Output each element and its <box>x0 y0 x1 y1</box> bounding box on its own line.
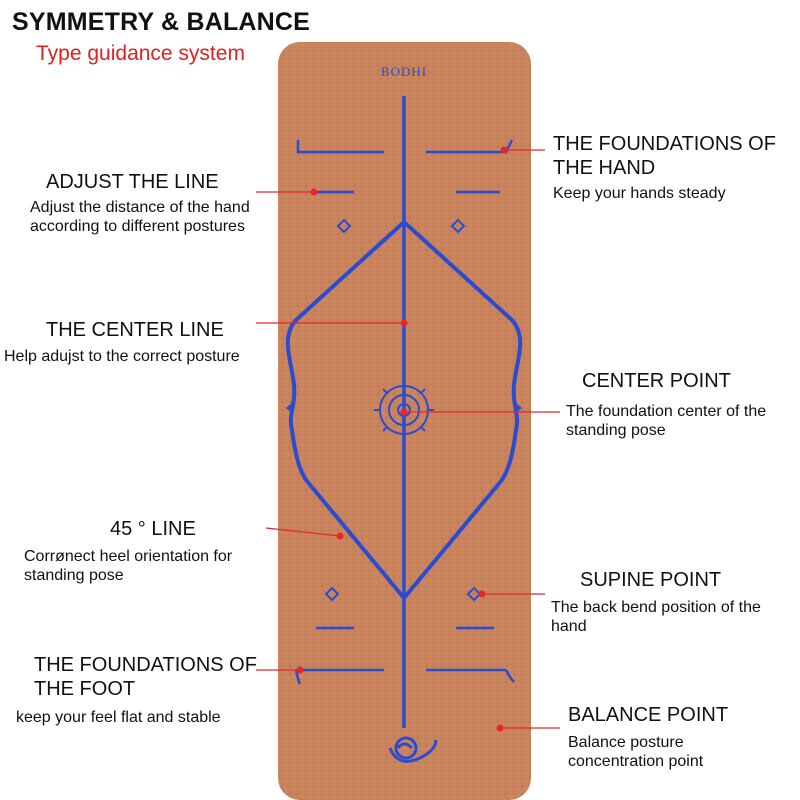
foot-curl-left <box>294 669 302 685</box>
line-45-heading: 45 ° LINE <box>110 518 196 540</box>
side-marker-right-icon <box>516 403 522 413</box>
hand-guide-left <box>296 140 384 154</box>
page-subtitle: Type guidance system <box>36 42 245 65</box>
callout-dots <box>296 146 508 732</box>
foot-curl-right <box>504 669 515 683</box>
foundations-hand-heading: THE FOUNDATIONS OF THE HAND <box>553 133 776 179</box>
hand-marker-left-icon <box>336 218 352 234</box>
mandala-icon <box>374 380 434 440</box>
marker-icons <box>286 218 522 602</box>
foundations-foot-desc: keep your feel flat and stable <box>16 709 221 726</box>
foot-marker-left-icon <box>324 586 340 602</box>
supine-point-desc: The back bend position of the hand <box>551 599 761 635</box>
foot-marker-right-icon <box>466 586 482 602</box>
supine-point-heading: SUPINE POINT <box>580 569 722 591</box>
side-marker-left-icon <box>286 403 292 413</box>
brand-logo: BODHI <box>381 64 427 79</box>
adjust-line-desc: Adjust the distance of the hand accordin… <box>30 199 250 235</box>
foundations-foot-heading: THE FOUNDATIONS OF THE FOOT <box>34 654 257 700</box>
wave-logo-icon <box>388 736 438 763</box>
adjust-line-heading: ADJUST THE LINE <box>46 171 219 193</box>
center-line-heading: THE CENTER LINE <box>46 319 224 341</box>
balance-point-heading: BALANCE POINT <box>568 704 729 726</box>
hand-marker-right-icon <box>450 218 466 234</box>
page-title: SYMMETRY & BALANCE <box>12 8 311 36</box>
pointer-45-line <box>265 527 341 537</box>
foundations-hand-desc: Keep your hands steady <box>553 185 726 202</box>
balance-point-desc: Balance posture concentration point <box>568 734 704 770</box>
center-point-desc: The foundation center of the standing po… <box>566 403 767 439</box>
center-point-heading: CENTER POINT <box>582 370 731 392</box>
callout-pointers <box>256 149 560 729</box>
diamond-45-lines <box>285 219 523 602</box>
center-line-desc: Help adujst to the correct posture <box>4 348 240 365</box>
line-45-desc: Corrønect heel orientation for standing … <box>24 548 233 584</box>
